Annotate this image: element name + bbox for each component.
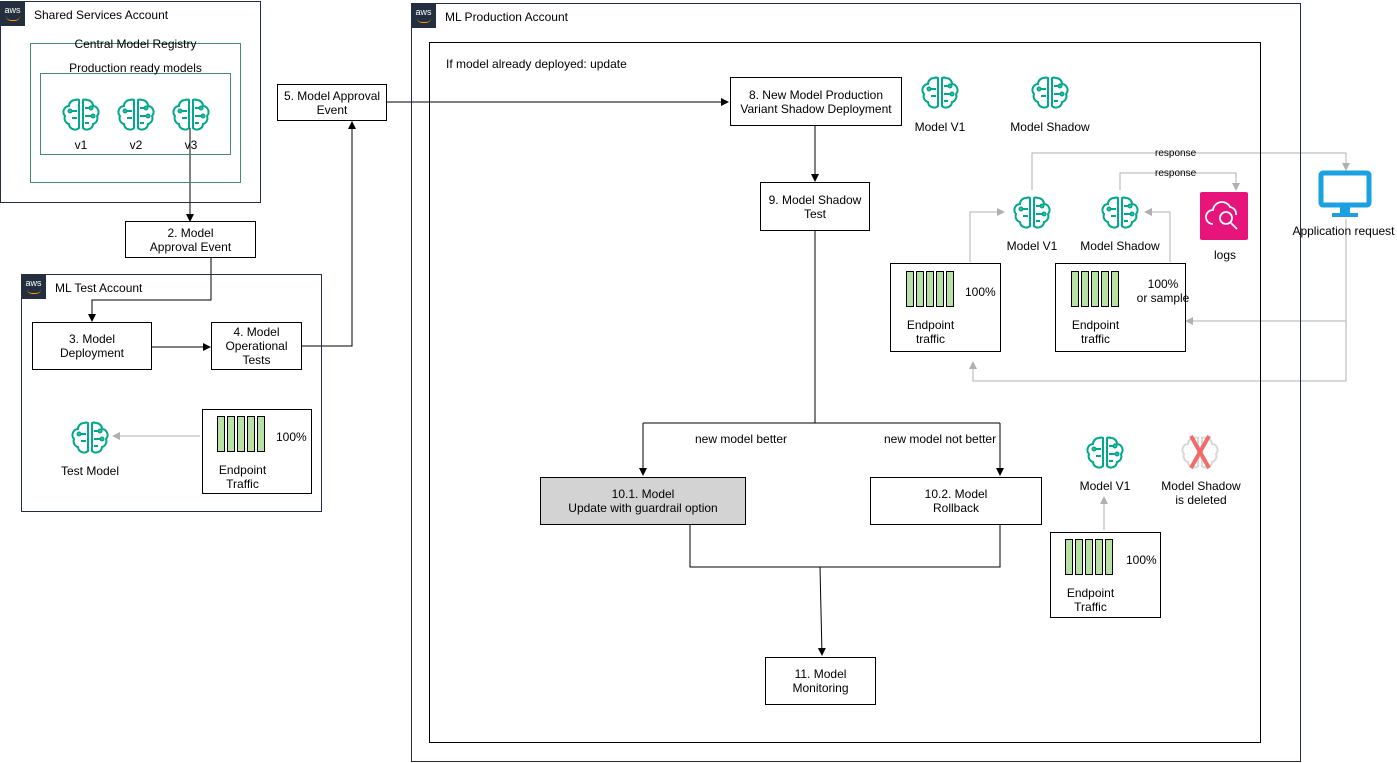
endpoint-v1-bars (906, 271, 954, 307)
sagemaker-model-v2-icon (117, 98, 155, 131)
shared-services-account: aws Shared Services Account (0, 1, 261, 203)
prod-account-title: ML Production Account (445, 10, 568, 24)
model-shadow-deleted-label: Model Shadow is deleted (1161, 479, 1241, 507)
sagemaker-test-model-icon (71, 421, 109, 454)
endpoint-shadow-label: Endpoint traffic (1071, 318, 1120, 346)
version-label-v2: v2 (129, 138, 143, 152)
endpoint-v1-percent: 100% (965, 285, 996, 299)
rollback-endpoint-bars (1065, 539, 1113, 575)
endpoint-shadow-bars (1071, 271, 1119, 307)
test-endpoint-bars (217, 416, 265, 452)
aws-logo-icon: aws (0, 1, 25, 26)
ml-test-account: aws ML Test Account (21, 274, 322, 512)
step-10-2-model-rollback: 10.2. Model Rollback (870, 477, 1042, 525)
aws-logo-icon: aws (21, 274, 46, 299)
ml-production-account: aws ML Production Account (411, 3, 1301, 762)
rollback-endpoint-percent: 100% (1126, 553, 1157, 567)
step-10-1-model-update: 10.1. Model Update with guardrail option (540, 477, 746, 525)
step-5-model-approval-event: 5. Model Approval Event (277, 84, 387, 121)
rollback-endpoint-label: Endpoint Traffic (1066, 586, 1115, 614)
step-11-model-monitoring: 11. Model Monitoring (765, 657, 876, 705)
desktop-monitor-icon (1318, 170, 1372, 217)
version-label-v1: v1 (74, 138, 88, 152)
edge-10-1-merge (689, 525, 1001, 568)
step-4-model-operational-tests: 4. Model Operational Tests (211, 322, 302, 370)
central-model-registry (30, 43, 241, 183)
sagemaker-model-shadow-header-icon (1031, 76, 1069, 109)
step-3-model-deployment: 3. Model Deployment (32, 322, 152, 370)
sagemaker-model-shadow-live-icon (1101, 196, 1139, 229)
decision-better-label: new model better (695, 432, 788, 446)
edge-shadow-response (1119, 172, 1240, 191)
logs-label: logs (1213, 248, 1236, 262)
cloudwatch-logs-icon (1200, 192, 1248, 240)
sagemaker-model-v1-icon (62, 98, 100, 131)
response-label-shadow: response (1155, 168, 1197, 179)
sagemaker-rollback-v1-icon (1086, 436, 1124, 469)
decision-not-better-label: new model not better (884, 432, 997, 446)
test-endpoint-percent: 100% (276, 430, 307, 444)
endpoint-v1-label: Endpoint traffic (906, 318, 955, 346)
application-request-label: Application request (1292, 224, 1395, 238)
sagemaker-model-v1-live-icon (1013, 196, 1051, 229)
shared-account-title: Shared Services Account (34, 8, 169, 22)
model-shadow-live-label: Model Shadow (1080, 239, 1160, 253)
model-shadow-header-label: Model Shadow (1010, 120, 1090, 134)
deleted-model-shadow-icon (1181, 435, 1219, 469)
edge-v1-response (1031, 152, 1350, 190)
step-2-model-approval-event: 2. Model Approval Event (125, 221, 256, 258)
production-ready-models-group (40, 73, 231, 155)
deployment-area (429, 42, 1261, 743)
test-endpoint-label: Endpoint Traffic (218, 463, 267, 491)
model-v1-live-label: Model V1 (1006, 239, 1058, 253)
version-label-v3: v3 (184, 138, 198, 152)
step-9-model-shadow-test: 9. Model Shadow Test (760, 182, 870, 231)
aws-logo-icon: aws (411, 3, 436, 28)
test-account-title: ML Test Account (55, 281, 143, 295)
production-models-title: Production ready models (69, 61, 202, 75)
edge-step2-to-step3 (88, 258, 212, 322)
endpoint-shadow-percent: 100% or sample (1136, 277, 1190, 305)
model-v1-header-label: Model V1 (914, 120, 966, 134)
edge-app-request-down (969, 219, 1347, 382)
rollback-model-v1-label: Model V1 (1079, 479, 1131, 493)
edge-merge-to-step11 (817, 566, 826, 656)
edge-ep1-to-v1 (969, 208, 1005, 262)
registry-title: Central Model Registry (74, 37, 197, 51)
response-label-v1: response (1155, 148, 1197, 159)
sagemaker-model-v1-header-icon (921, 76, 959, 109)
edge-ep2-to-shadow (1144, 208, 1171, 262)
test-model-label: Test Model (60, 464, 120, 478)
edge-step4-to-step5 (302, 121, 356, 347)
step-8-shadow-deployment: 8. New Model Production Variant Shadow D… (730, 77, 902, 126)
already-deployed-note: If model already deployed: update (446, 57, 627, 71)
sagemaker-model-v3-icon (172, 98, 210, 131)
